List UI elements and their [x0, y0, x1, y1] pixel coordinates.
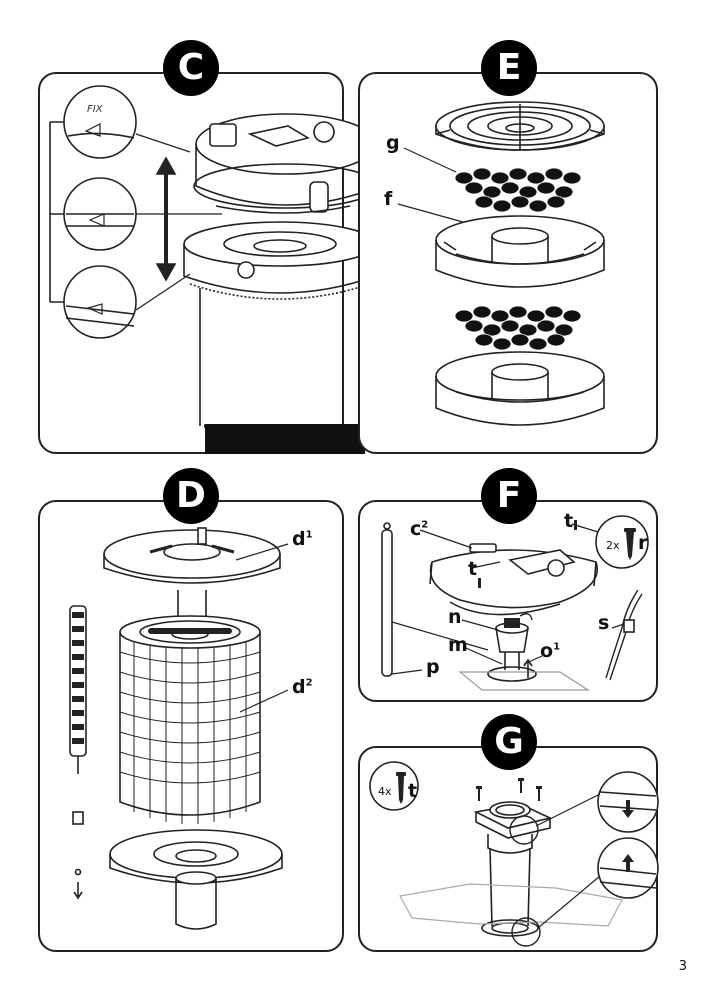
label-n: n	[448, 606, 462, 628]
panel-d: D	[38, 468, 344, 952]
step-badge-c: C	[163, 40, 219, 96]
label-quantity-t: 4x	[378, 785, 392, 798]
label-t-screw-lid: t	[468, 558, 478, 580]
label-c2-index: 2	[421, 519, 429, 531]
panel-f: F	[358, 468, 658, 702]
label-d1-letter: d	[292, 528, 306, 550]
label-o1-letter: o	[540, 640, 554, 662]
illustration-outlet-pipe-mount	[369, 761, 659, 947]
label-t-screw-top: t	[564, 510, 574, 532]
label-s: s	[598, 612, 610, 634]
panel-e: E	[358, 40, 658, 454]
illustration-filter-housing-rotation: FIX	[49, 85, 381, 454]
label-c2: c2	[410, 520, 428, 539]
panel-c: C	[38, 40, 381, 454]
label-t: t	[408, 780, 418, 802]
fix-label: FIX	[87, 104, 104, 115]
step-badge-e: E	[481, 40, 537, 96]
label-o1: o1	[540, 642, 560, 661]
label-p: p	[426, 656, 440, 678]
panel-g: G	[358, 714, 659, 952]
illustration-filter-trays	[397, 101, 605, 426]
label-c2-letter: c	[410, 518, 422, 540]
label-m: m	[448, 634, 468, 656]
step-badge-f: F	[481, 468, 537, 524]
label-d1: d1	[292, 530, 313, 549]
page-number: 3	[678, 959, 687, 974]
label-d2-index: 2	[305, 677, 313, 689]
label-r: r	[638, 532, 648, 554]
illustration-sponge-cartridge	[69, 527, 289, 930]
illustration-uv-lamp-assembly	[381, 515, 649, 691]
label-f: f	[384, 188, 393, 210]
step-badge-d: D	[163, 468, 219, 524]
label-d1-index: 1	[305, 529, 313, 541]
label-d2: d2	[292, 678, 313, 697]
label-d2-letter: d	[292, 676, 306, 698]
label-o1-index: 1	[553, 641, 561, 653]
label-g: g	[386, 132, 400, 154]
label-quantity-r: 2x	[606, 539, 620, 552]
step-badge-g: G	[481, 714, 537, 770]
